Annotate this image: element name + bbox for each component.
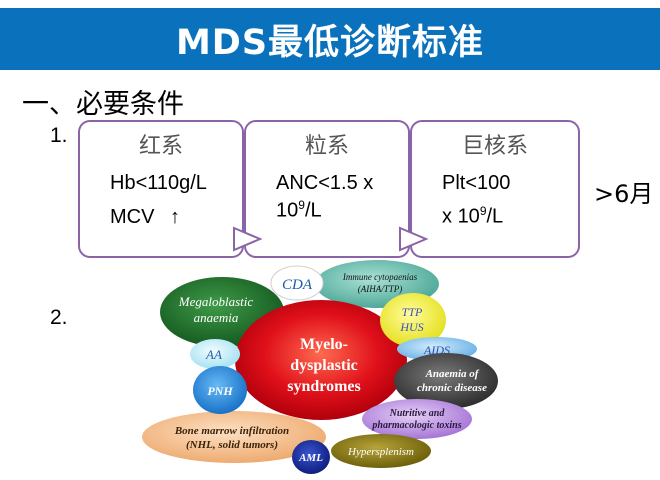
marrow-label-2: (NHL, solid tumors) [186, 439, 278, 451]
ttp-hus-ellipse: TTP HUS [380, 293, 446, 347]
aa-ellipse: AA [190, 339, 240, 369]
hb-threshold: Hb<110g/L [110, 172, 207, 194]
up-arrow-icon: ↑ [170, 206, 181, 228]
pnh-label: PNH [207, 384, 233, 398]
mcv-line: MCV ↑ [110, 206, 180, 229]
anc-unit-base: 10 [276, 199, 299, 222]
anc-threshold: ANC<1.5 x [276, 172, 374, 194]
box-heading-granulocytic: 粒系 [304, 134, 349, 159]
box-heading-erythroid: 红系 [138, 134, 183, 159]
marrow-label-1: Bone marrow infiltration [174, 425, 289, 437]
mds-label-3: syndromes [287, 378, 361, 395]
nutritive-toxins-ellipse: Nutritive and pharmacologic toxins [362, 399, 472, 439]
cda-ellipse: CDA [270, 265, 324, 301]
chronic-disease-ellipse: Anaemia of chronic disease [394, 353, 498, 409]
plt-unit-exponent: 9 [479, 204, 487, 218]
hypersplenism-label: Hypersplenism [347, 446, 414, 458]
plt-unit-base: 10 [457, 205, 480, 228]
duration-label: >6月 [594, 180, 654, 208]
section-heading: 一、必要条件 [22, 89, 184, 120]
arrow-right-icon [233, 226, 263, 252]
page-title: MDS最低诊断标准 [175, 22, 485, 63]
plt-unit-per-liter: /L [486, 205, 504, 228]
immune-label-1: Immune cytopaenias [342, 272, 418, 282]
hus-label: HUS [399, 320, 423, 334]
plt-unit: x 109/L [442, 204, 503, 229]
item-number-1: 1. [50, 124, 68, 147]
plt-threshold: Plt<100 [442, 172, 511, 194]
hypersplenism-ellipse: Hypersplenism [331, 434, 431, 468]
megaloblastic-label-1: Megaloblastic [178, 294, 254, 309]
title-bar: MDS最低诊断标准 [0, 8, 660, 70]
nutritive-label-2: pharmacologic toxins [371, 420, 461, 431]
criteria-box-granulocytic: 粒系 ANC<1.5 x 109/L [244, 120, 410, 258]
box-heading-megakaryocytic: 巨核系 [461, 134, 528, 159]
item-number-2: 2. [50, 306, 68, 329]
bone-marrow-infiltration-ellipse: Bone marrow infiltration (NHL, solid tum… [142, 411, 326, 463]
mcv-label: MCV [110, 206, 155, 228]
anc-unit: 109/L [276, 198, 322, 223]
immune-label-2: (AIHA/TTP) [358, 284, 403, 294]
mds-label-1: Myelo- [300, 336, 348, 353]
nutritive-label-1: Nutritive and [389, 408, 446, 419]
cda-label: CDA [282, 277, 313, 293]
mds-center-circle: Myelo- dysplastic syndromes [235, 300, 407, 420]
criteria-box-erythroid: 红系 Hb<110g/L MCV ↑ [78, 120, 244, 258]
arrow-right-icon [399, 226, 429, 252]
anc-unit-exponent: 9 [298, 198, 305, 212]
chronic-label-1: Anaemia of [425, 368, 480, 380]
aml-label: AML [298, 452, 323, 464]
anc-unit-per-liter: /L [304, 199, 322, 222]
aml-circle: AML [292, 440, 330, 474]
aa-label: AA [205, 347, 222, 362]
criteria-box-megakaryocytic: 巨核系 Plt<100 x 109/L [410, 120, 580, 258]
plt-unit-prefix: x [442, 205, 458, 228]
mds-label-2: dysplastic [290, 357, 358, 374]
chronic-label-2: chronic disease [417, 382, 487, 394]
megaloblastic-label-2: anaemia [194, 310, 239, 325]
pnh-circle: PNH [193, 366, 247, 414]
ttp-label: TTP [402, 305, 423, 319]
